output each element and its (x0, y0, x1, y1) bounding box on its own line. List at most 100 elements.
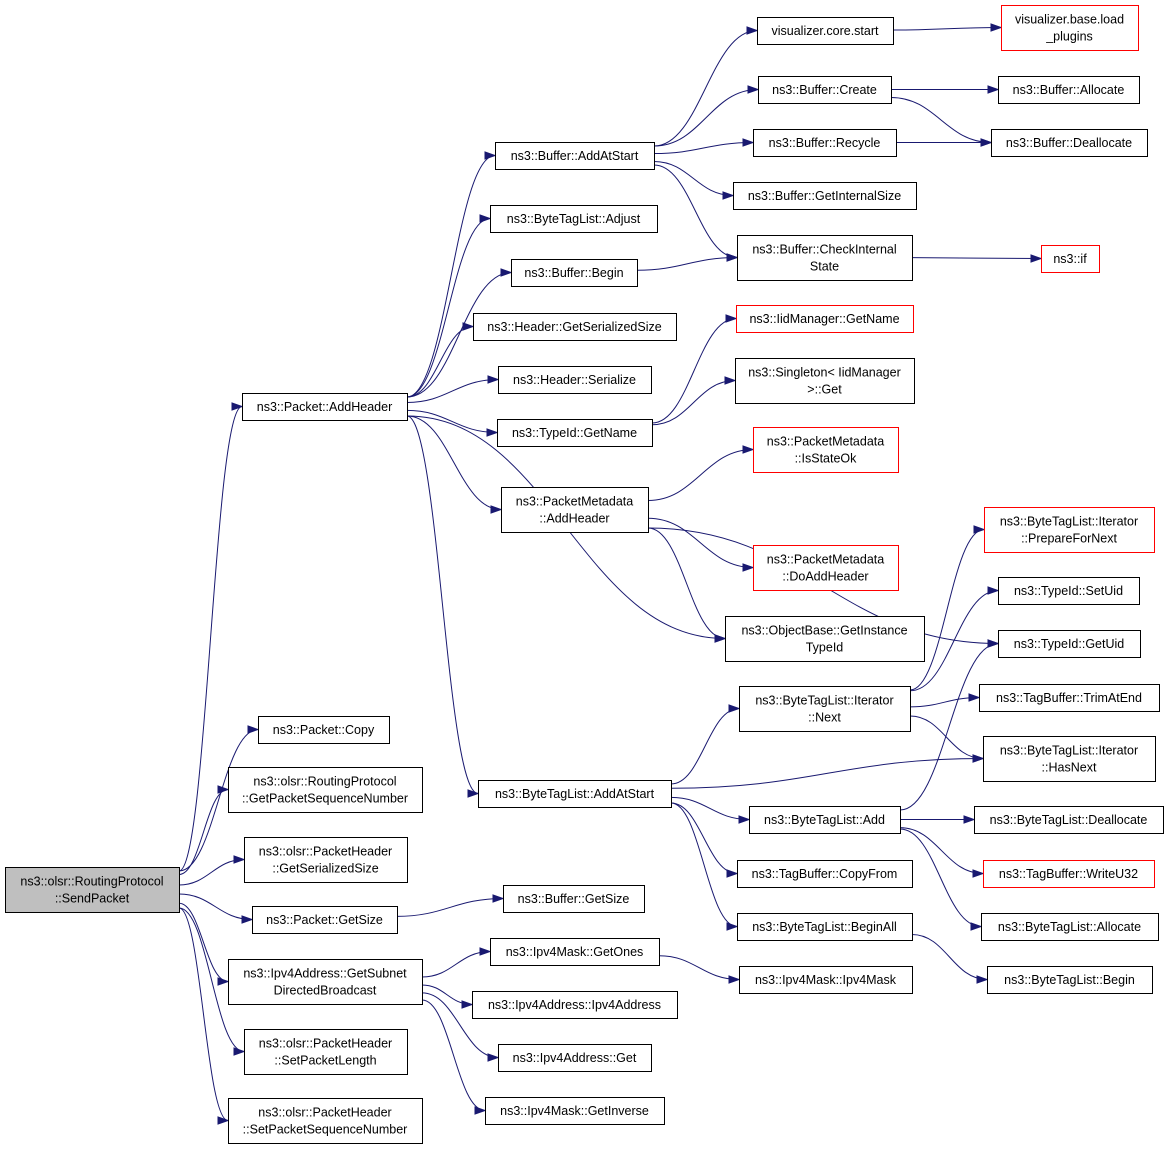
node-bufalloc[interactable]: ns3::Buffer::Allocate (998, 76, 1140, 104)
edge-arrowhead (217, 977, 230, 986)
node-tbtrim[interactable]: ns3::TagBuffer::TrimAtEnd (979, 684, 1160, 712)
node-box (737, 860, 913, 888)
node-addheader[interactable]: ns3::Packet::AddHeader (242, 393, 408, 421)
node-iidgetname[interactable]: ns3::IidManager::GetName (736, 305, 914, 333)
node-btladdstart[interactable]: ns3::ByteTagList::AddAtStart (478, 780, 672, 808)
node-label-line: ns3::Buffer::Allocate (1013, 83, 1125, 97)
node-bufbegin[interactable]: ns3::Buffer::Begin (511, 259, 638, 287)
call-edge-btlitnext-to-btlprep (909, 525, 986, 691)
node-singleton[interactable]: ns3::Singleton< IidManager>::Get (735, 358, 915, 404)
node-label-line: ::SetPacketLength (274, 1054, 376, 1068)
edge-line (653, 142, 754, 155)
call-edge-btladdstart-to-btlbeginall (670, 802, 739, 931)
node-pgetsize[interactable]: ns3::Packet::GetSize (252, 906, 398, 934)
node-bufgetint[interactable]: ns3::Buffer::GetInternalSize (733, 182, 917, 210)
node-label-line: ns3::if (1053, 252, 1087, 266)
node-setpktseq[interactable]: ns3::olsr::PacketHeader::SetPacketSequen… (228, 1098, 423, 1144)
node-pcopy[interactable]: ns3::Packet::Copy (258, 716, 390, 744)
node-box (473, 313, 677, 341)
node-btladjust[interactable]: ns3::ByteTagList::Adjust (490, 205, 658, 233)
node-box (737, 235, 913, 281)
node-root[interactable]: ns3::olsr::RoutingProtocol::SendPacket (5, 867, 180, 913)
edge-arrowhead (742, 138, 755, 147)
node-ipv4addr[interactable]: ns3::Ipv4Address::Ipv4Address (472, 991, 678, 1019)
node-hdrser[interactable]: ns3::Header::Serialize (498, 366, 652, 394)
node-bufgetsize[interactable]: ns3::Buffer::GetSize (503, 885, 645, 913)
edge-arrowhead (973, 525, 986, 534)
node-maskgetones[interactable]: ns3::Ipv4Mask::GetOnes (490, 938, 660, 966)
node-btldealloc[interactable]: ns3::ByteTagList::Deallocate (974, 806, 1164, 834)
node-mask[interactable]: ns3::Ipv4Mask::Ipv4Mask (739, 966, 913, 994)
node-bufcreate[interactable]: ns3::Buffer::Create (758, 76, 892, 104)
node-box (228, 767, 423, 813)
node-btlalloc[interactable]: ns3::ByteTagList::Allocate (981, 913, 1159, 941)
node-label-line: ns3::Ipv4Mask::GetOnes (506, 945, 644, 959)
node-vizcore[interactable]: visualizer.core.start (757, 17, 894, 45)
node-label-line: ns3::ByteTagList::Iterator (1000, 515, 1138, 529)
node-label-line: ns3::PacketMetadata (767, 435, 884, 449)
node-bufdealloc[interactable]: ns3::Buffer::Deallocate (991, 129, 1148, 157)
node-label-line: ::DoAddHeader (782, 570, 868, 584)
edge-line (911, 257, 1042, 259)
call-edge-bufcreate-to-bufdealloc (890, 96, 993, 147)
node-label-line: ns3::ObjectBase::GetInstance (741, 624, 907, 638)
node-maskinverse[interactable]: ns3::Ipv4Mask::GetInverse (485, 1097, 665, 1125)
node-box (228, 959, 423, 1005)
edge-line (670, 802, 738, 874)
edge-arrowhead (738, 815, 751, 824)
node-label-line: ns3::Header::GetSerializedSize (487, 320, 661, 334)
node-label-line: ns3::Packet::AddHeader (257, 400, 393, 414)
node-setpktlen[interactable]: ns3::olsr::PacketHeader::SetPacketLength (244, 1029, 408, 1075)
node-btlbegin[interactable]: ns3::ByteTagList::Begin (987, 966, 1153, 994)
node-tbcopyfrom[interactable]: ns3::TagBuffer::CopyFrom (737, 860, 913, 888)
edge-arrowhead (492, 894, 505, 903)
node-bufaddstart[interactable]: ns3::Buffer::AddAtStart (495, 142, 655, 170)
node-bufrecycle[interactable]: ns3::Buffer::Recycle (753, 129, 897, 157)
edge-arrowhead (217, 1116, 230, 1125)
node-box (981, 913, 1159, 941)
node-pmdoadd[interactable]: ns3::PacketMetadata::DoAddHeader (753, 545, 899, 591)
node-pmaddheader[interactable]: ns3::PacketMetadata::AddHeader (501, 487, 649, 533)
node-phserial[interactable]: ns3::olsr::PacketHeader::GetSerializedSi… (244, 837, 408, 883)
node-box (998, 76, 1140, 104)
edge-line (636, 257, 738, 271)
edge-arrowhead (742, 445, 755, 454)
node-btlitnext[interactable]: ns3::ByteTagList::Iterator::Next (739, 686, 911, 732)
node-box (735, 358, 915, 404)
node-label-line: ns3::olsr::PacketHeader (259, 845, 392, 859)
node-hdrgetser[interactable]: ns3::Header::GetSerializedSize (473, 313, 677, 341)
edge-line (670, 796, 750, 820)
node-ipv4subnet[interactable]: ns3::Ipv4Address::GetSubnetDirectedBroad… (228, 959, 423, 1005)
node-typeidname[interactable]: ns3::TypeId::GetName (497, 419, 653, 447)
node-getuid[interactable]: ns3::TypeId::GetUid (998, 630, 1141, 658)
node-vizplugins[interactable]: visualizer.base.load_plugins (1001, 5, 1139, 51)
node-box (979, 684, 1160, 712)
node-label-line: ns3::Ipv4Mask::GetInverse (500, 1104, 649, 1118)
node-ipv4get[interactable]: ns3::Ipv4Address::Get (498, 1044, 652, 1072)
call-edge-pgetsize-to-bufgetsize (396, 894, 505, 917)
node-pmstateok[interactable]: ns3::PacketMetadata::IsStateOk (753, 427, 899, 473)
node-label-line: State (810, 260, 839, 274)
node-btlbeginall[interactable]: ns3::ByteTagList::BeginAll (737, 913, 913, 941)
edge-arrowhead (467, 789, 480, 798)
node-getpktseq[interactable]: ns3::olsr::RoutingProtocol::GetPacketSeq… (228, 767, 423, 813)
node-btladd[interactable]: ns3::ByteTagList::Add (749, 806, 901, 834)
node-setuid[interactable]: ns3::TypeId::SetUid (998, 577, 1140, 605)
node-box (983, 736, 1156, 782)
edge-line (658, 955, 740, 980)
node-box (753, 129, 897, 157)
node-label-line: ns3::olsr::RoutingProtocol (253, 775, 396, 789)
node-btlprep[interactable]: ns3::ByteTagList::Iterator::PrepareForNe… (984, 507, 1155, 553)
call-edge-ipv4subnet-to-maskinverse (421, 999, 487, 1115)
call-edge-btlbeginall-to-btlbegin (911, 933, 989, 984)
call-edge-root-to-setpktlen (178, 907, 246, 1056)
edge-line (178, 789, 229, 875)
node-btlhasnext[interactable]: ns3::ByteTagList::Iterator::HasNext (983, 736, 1156, 782)
edge-line (406, 379, 499, 403)
edge-line (899, 827, 984, 874)
node-label-line: ns3::ByteTagList::Allocate (998, 920, 1141, 934)
node-nsif[interactable]: ns3::if (1041, 245, 1100, 273)
node-tbwrite[interactable]: ns3::TagBuffer::WriteU32 (983, 860, 1155, 888)
